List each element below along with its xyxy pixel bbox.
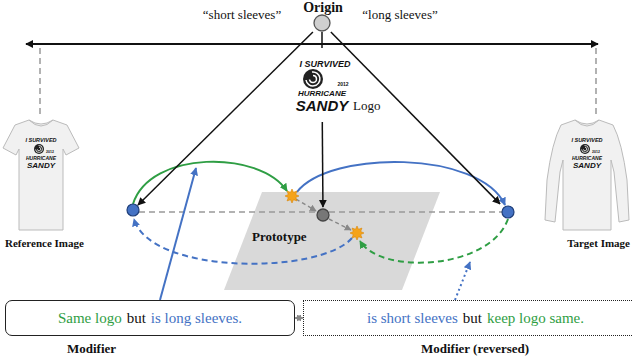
axis-label: “short sleeves” bbox=[203, 8, 281, 22]
logo-text: HURRICANE bbox=[298, 89, 346, 98]
image-caption: Target Image bbox=[567, 237, 630, 250]
pull-arrow bbox=[329, 219, 351, 230]
reference-point bbox=[127, 204, 139, 216]
reverse-arc bbox=[360, 219, 508, 263]
composed-point bbox=[350, 226, 364, 240]
shirt-logo-text: 2012 bbox=[46, 150, 54, 155]
modifier-phrase: is short sleeves bbox=[367, 309, 458, 327]
logo-text: 2012 bbox=[337, 81, 348, 87]
logo-node: Logo bbox=[285, 48, 385, 122]
short-sleeve-shirt bbox=[3, 120, 79, 230]
modifier-text-row: is short sleeves but keep logo same. bbox=[304, 301, 633, 335]
hurricane-disc bbox=[580, 144, 590, 154]
hurricane-symbol bbox=[303, 69, 323, 89]
hurricane-swirl bbox=[582, 145, 589, 152]
target-image-node: Target Image bbox=[500, 118, 632, 252]
connector bbox=[295, 317, 303, 318]
target-point bbox=[502, 206, 514, 218]
origin-node: Origin bbox=[297, 0, 349, 32]
prototype-node: Prototype bbox=[250, 207, 336, 246]
modifier-phrase: but bbox=[127, 309, 146, 327]
connector bbox=[331, 32, 500, 204]
reversed-modifier-node: is short sleeves but keep logo same. Modifi… bbox=[303, 300, 633, 357]
pull-arrow bbox=[296, 199, 316, 211]
pair-line bbox=[139, 211, 502, 213]
connector bbox=[138, 32, 313, 205]
axis-label: “long sleeves” bbox=[362, 8, 437, 22]
shirt-logo-text: SANDY bbox=[573, 161, 601, 170]
modifier-caption: Modifier bbox=[5, 341, 116, 356]
modifier-phrase: but bbox=[463, 309, 482, 327]
shirt-logo-text: I SURVIVED bbox=[25, 137, 56, 144]
hurricane-swirl bbox=[36, 145, 43, 152]
prototype-point bbox=[317, 209, 329, 221]
modifier-phrase: is long sleeves. bbox=[151, 309, 242, 327]
logo-text: I SURVIVED bbox=[299, 59, 350, 69]
modifier-caption: Modifier (reversed) bbox=[303, 341, 529, 356]
shirt-logo-text: HURRICANE bbox=[572, 155, 602, 161]
compose-arc bbox=[297, 162, 505, 205]
hurricane-symbol bbox=[34, 144, 44, 154]
shirt-logo-text: 2012 bbox=[592, 150, 600, 155]
long-sleeve-shirt bbox=[545, 120, 629, 230]
shirt-collar bbox=[29, 120, 53, 126]
shirt-collar bbox=[575, 120, 599, 126]
hurricane-disc bbox=[303, 69, 323, 89]
reverse-arc bbox=[134, 219, 352, 264]
reference-image-node: Reference Image bbox=[2, 118, 138, 252]
hurricane-disc bbox=[34, 144, 44, 154]
node-mark-layer bbox=[297, 0, 347, 32]
origin-point bbox=[314, 15, 330, 31]
node-label: Prototype bbox=[252, 229, 307, 244]
guide-line bbox=[595, 48, 597, 118]
shirt-logo-text: I SURVIVED bbox=[571, 137, 602, 144]
node-mark-layer bbox=[250, 207, 336, 246]
image-caption: Reference Image bbox=[5, 237, 84, 250]
node-heading: Origin bbox=[297, 1, 349, 15]
connector bbox=[321, 32, 323, 48]
compose-arc bbox=[133, 162, 287, 204]
modifier-pointer bbox=[455, 262, 470, 300]
logo-text: SANDY bbox=[296, 98, 349, 114]
composed-point bbox=[285, 189, 299, 203]
connector bbox=[322, 122, 324, 207]
node-label: Logo bbox=[353, 98, 380, 113]
modifier-text-row: Same logo but is long sleeves. bbox=[6, 301, 294, 335]
modifier-frame: is short sleeves but keep logo same. bbox=[303, 300, 633, 336]
modifier-frame: Same logo but is long sleeves. bbox=[5, 300, 295, 336]
hurricane-swirl bbox=[306, 72, 320, 86]
hurricane-symbol bbox=[580, 144, 590, 154]
modifier-phrase: Same logo bbox=[58, 309, 122, 327]
modifier-pointer bbox=[160, 168, 196, 300]
shirt-logo-text: HURRICANE bbox=[26, 155, 56, 161]
prototype-plane bbox=[224, 192, 440, 290]
guide-line bbox=[39, 48, 41, 118]
modifier-phrase: keep logo same. bbox=[487, 309, 584, 327]
attribute-axis bbox=[26, 43, 598, 45]
shirt-logo-text: SANDY bbox=[27, 161, 55, 170]
modifier-node: Same logo but is long sleeves. Modifier bbox=[5, 300, 295, 357]
